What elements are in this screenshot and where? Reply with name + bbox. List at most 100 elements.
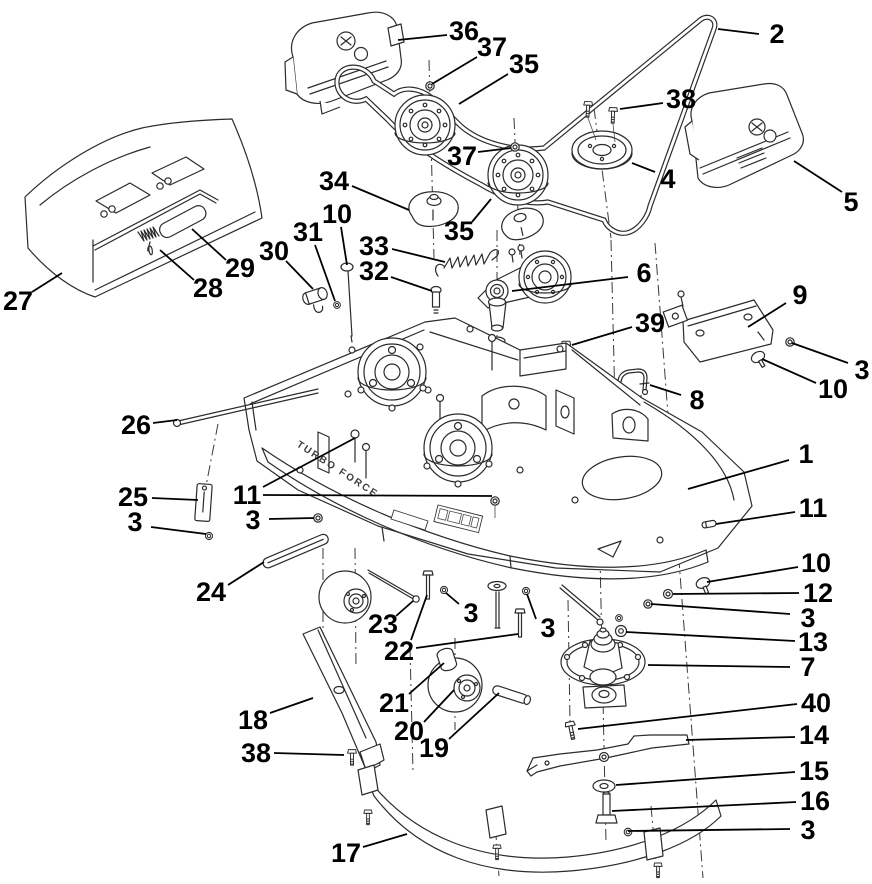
leader-line-3 bbox=[791, 342, 849, 364]
callout-11-25: 11 bbox=[233, 480, 262, 510]
leader-line-19 bbox=[448, 692, 500, 740]
leader-line-30 bbox=[285, 260, 314, 290]
leader-line-5 bbox=[793, 160, 843, 193]
part-roller-center bbox=[427, 657, 483, 713]
leader-line-22 bbox=[415, 633, 519, 649]
callout-35-2: 35 bbox=[509, 49, 539, 79]
part-nut-3c bbox=[313, 513, 323, 523]
callout-39-19: 39 bbox=[635, 308, 665, 338]
callout-29-15: 29 bbox=[225, 253, 255, 283]
callout-38-38: 38 bbox=[241, 738, 271, 768]
callout-9-20: 9 bbox=[792, 280, 807, 310]
callout-28-16: 28 bbox=[193, 273, 223, 303]
callout-33-13: 33 bbox=[359, 231, 389, 261]
leader-line-21 bbox=[408, 662, 445, 695]
part-shaft-19 bbox=[492, 685, 532, 706]
leader-line-1 bbox=[687, 459, 790, 490]
callout-4-5: 4 bbox=[660, 164, 675, 194]
callout-37-1: 37 bbox=[477, 32, 507, 62]
leader-line-13 bbox=[625, 631, 796, 642]
leader-line-34 bbox=[351, 185, 410, 211]
part-spacer-21 bbox=[436, 647, 458, 672]
callout-10-42: 10 bbox=[801, 548, 831, 578]
part-washer-bolt-center bbox=[487, 580, 507, 629]
leader-line-38 bbox=[619, 102, 664, 110]
part-discharge-deflector bbox=[24, 118, 263, 298]
leader-line-37 bbox=[477, 147, 512, 153]
leader-line-10 bbox=[761, 358, 817, 384]
callout-21-34: 21 bbox=[379, 688, 409, 718]
leader-line-11 bbox=[262, 437, 356, 488]
leader-line-36 bbox=[397, 34, 448, 41]
part-bolt-32 bbox=[430, 285, 442, 314]
diagram-artwork: TURBO FORCE bbox=[24, 11, 804, 879]
leader-line-11 bbox=[715, 511, 796, 525]
leader-line-40 bbox=[577, 703, 798, 730]
part-spring-28 bbox=[137, 226, 160, 256]
leader-line-3 bbox=[650, 603, 791, 615]
part-spindle-pulley-center bbox=[423, 413, 493, 488]
leader-line-3 bbox=[526, 593, 537, 620]
part-bolt-38c bbox=[347, 749, 357, 766]
leader-line-25 bbox=[151, 497, 199, 501]
callout-32-14: 32 bbox=[359, 256, 389, 286]
warning-decal bbox=[433, 504, 484, 534]
leader-line-4 bbox=[631, 162, 656, 173]
leader-line-33 bbox=[391, 248, 446, 263]
leader-line-32 bbox=[390, 276, 433, 292]
part-nut-3b bbox=[204, 531, 214, 541]
leader-line-10 bbox=[706, 566, 799, 583]
leader-line-3 bbox=[627, 828, 791, 832]
callout-5-6: 5 bbox=[843, 187, 858, 217]
part-roller-tube bbox=[159, 205, 207, 239]
callout-30-12: 30 bbox=[259, 236, 289, 266]
part-deck-shell: TURBO FORCE bbox=[243, 317, 753, 580]
callout-38-4: 38 bbox=[666, 84, 696, 114]
part-baffle-17 bbox=[357, 764, 722, 873]
callout-3-32: 3 bbox=[463, 598, 478, 628]
leader-line-15 bbox=[615, 771, 796, 786]
part-bolt-38b bbox=[607, 106, 619, 124]
part-bracket-25 bbox=[194, 483, 213, 522]
part-pin-11 bbox=[701, 519, 717, 529]
triangle-decal bbox=[597, 540, 622, 558]
callout-7-46: 7 bbox=[800, 652, 815, 682]
part-tension-spring bbox=[434, 249, 500, 277]
part-bolt-17a bbox=[363, 809, 373, 826]
part-rod-26 bbox=[172, 388, 319, 428]
leader-line-9 bbox=[747, 302, 787, 328]
part-cup-washer-b bbox=[501, 207, 544, 241]
callout-27-17: 27 bbox=[3, 286, 33, 316]
callout-14-48: 14 bbox=[799, 720, 829, 750]
part-roller-left bbox=[318, 570, 372, 624]
callout-16-50: 16 bbox=[800, 786, 830, 816]
leader-line-8 bbox=[649, 384, 682, 396]
part-blade-14 bbox=[526, 734, 690, 777]
part-plunger-10 bbox=[340, 262, 354, 343]
callout-18-37: 18 bbox=[238, 705, 268, 735]
part-nut-3g bbox=[643, 599, 653, 609]
part-bolt-40 bbox=[564, 720, 579, 741]
part-bolt-22b bbox=[514, 608, 526, 638]
callout-3-28: 3 bbox=[245, 505, 260, 535]
leader-line-24 bbox=[227, 561, 265, 586]
callout-3-21: 3 bbox=[854, 355, 869, 385]
leader-line-6 bbox=[511, 276, 629, 292]
leader-line-7 bbox=[647, 664, 791, 668]
callout-12-43: 12 bbox=[803, 578, 833, 608]
leader-line-17 bbox=[362, 833, 408, 848]
part-washer-15 bbox=[592, 779, 616, 793]
leader-line-10 bbox=[340, 226, 348, 266]
callout-35-8: 35 bbox=[444, 216, 474, 246]
leader-line-3 bbox=[268, 517, 315, 520]
part-spindle-pulley-left bbox=[357, 337, 427, 412]
part-nut-3a bbox=[785, 337, 795, 347]
part-nut-31 bbox=[333, 301, 341, 309]
callout-19-36: 19 bbox=[419, 733, 449, 763]
leader-line-22 bbox=[410, 594, 428, 641]
part-bolt-16 bbox=[595, 791, 618, 824]
part-bolt-17c bbox=[653, 862, 663, 879]
leader-line-20 bbox=[423, 689, 455, 723]
callout-2-3: 2 bbox=[769, 19, 784, 49]
